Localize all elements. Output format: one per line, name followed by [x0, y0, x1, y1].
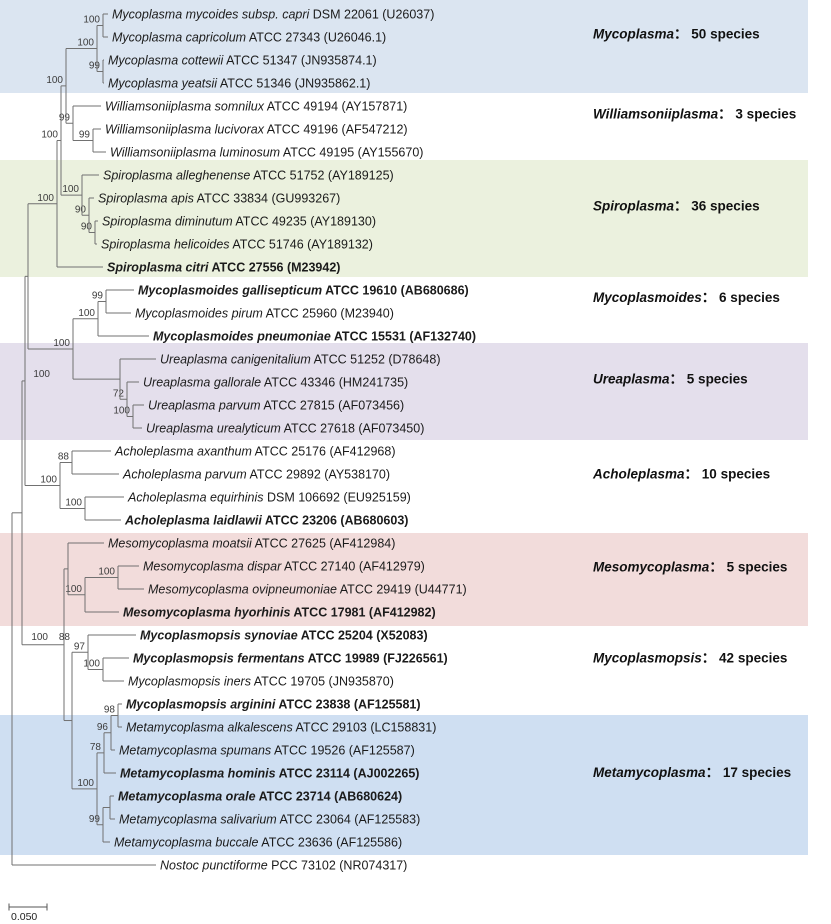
- taxon-label: Ureaplasma parvum ATCC 27815 (AF073456): [148, 399, 404, 413]
- taxon-label: Metamycoplasma hominis ATCC 23114 (AJ002…: [120, 767, 419, 781]
- taxon-label: Ureaplasma canigenitalium ATCC 51252 (D7…: [160, 353, 440, 367]
- taxon-label: Metamycoplasma spumans ATCC 19526 (AF125…: [119, 744, 415, 758]
- support-value: 100: [113, 406, 130, 417]
- taxon-label: Williamsoniiplasma luminosum ATCC 49195 …: [110, 146, 423, 160]
- taxon-label: Acholeplasma axanthum ATCC 25176 (AF4129…: [114, 445, 396, 459]
- genus-label: Spiroplasma： 36 species: [593, 199, 760, 214]
- genus-label: Ureaplasma： 5 species: [593, 372, 748, 387]
- support-value: 100: [65, 584, 82, 595]
- taxon-label: Mycoplasmopsis fermentans ATCC 19989 (FJ…: [133, 652, 448, 666]
- taxon-label: Metamycoplasma buccale ATCC 23636 (AF125…: [114, 836, 402, 850]
- support-value: 100: [77, 38, 94, 49]
- support-value: 100: [83, 659, 100, 670]
- support-value: 100: [62, 184, 79, 195]
- support-value: 100: [53, 338, 70, 349]
- taxon-label: Spiroplasma alleghenense ATCC 51752 (AY1…: [103, 169, 394, 183]
- taxon-label: Mycoplasmoides pirum ATCC 25960 (M23940): [135, 307, 394, 321]
- taxon-label: Mycoplasma capricolum ATCC 27343 (U26046…: [112, 31, 386, 45]
- support-value: 88: [59, 632, 71, 643]
- support-value: 97: [74, 641, 86, 652]
- support-value: 100: [65, 498, 82, 509]
- taxon-label: Mycoplasmoides gallisepticum ATCC 19610 …: [138, 284, 469, 298]
- taxon-label: Acholeplasma equirhinis DSM 106692 (EU92…: [127, 491, 411, 505]
- support-value: 100: [46, 75, 63, 86]
- tree-branches: 1009910099991009090100100100991001007210…: [11, 13, 156, 866]
- taxon-label: Mycoplasma cottewii ATCC 51347 (JN935874…: [108, 54, 377, 68]
- taxon-label: Mesomycoplasma ovipneumoniae ATCC 29419 …: [148, 583, 467, 597]
- support-value: 90: [75, 204, 87, 215]
- taxon-label: Metamycoplasma orale ATCC 23714 (AB68062…: [118, 790, 402, 804]
- taxon-label: Mycoplasma yeatsii ATCC 51346 (JN935862.…: [108, 77, 370, 91]
- support-value: 98: [104, 705, 116, 716]
- genus-bands: [0, 0, 808, 855]
- support-value: 99: [89, 61, 101, 72]
- taxon-label: Metamycoplasma salivarium ATCC 23064 (AF…: [119, 813, 420, 827]
- genus-label: Mesomycoplasma： 5 species: [593, 560, 787, 575]
- taxon-label: Williamsoniiplasma somnilux ATCC 49194 (…: [105, 100, 407, 114]
- genus-labels: Mycoplasma： 50 speciesWilliamsoniiplasma…: [592, 27, 796, 781]
- support-value: 100: [33, 369, 50, 380]
- support-value: 100: [31, 632, 48, 643]
- support-value: 100: [98, 567, 115, 578]
- support-value: 72: [113, 388, 125, 399]
- support-value: 78: [90, 742, 102, 753]
- genus-label: Mycoplasmoides： 6 species: [593, 290, 780, 305]
- genus-band: [0, 715, 808, 855]
- support-value: 96: [97, 722, 109, 733]
- support-value: 99: [59, 112, 71, 123]
- taxon-label: Mycoplasmopsis iners ATCC 19705 (JN93587…: [128, 675, 394, 689]
- taxon-label: Spiroplasma apis ATCC 33834 (GU993267): [98, 192, 340, 206]
- taxon-label: Mesomycoplasma dispar ATCC 27140 (AF4129…: [143, 560, 425, 574]
- taxon-label: Spiroplasma citri ATCC 27556 (M23942): [107, 261, 340, 275]
- genus-label: Williamsoniiplasma： 3 species: [593, 107, 796, 122]
- genus-band: [0, 533, 808, 626]
- support-value: 90: [81, 222, 93, 233]
- genus-label: Metamycoplasma： 17 species: [593, 765, 791, 780]
- taxon-label: Mycoplasma mycoides subsp. capri DSM 220…: [112, 8, 434, 22]
- taxon-label: Mesomycoplasma moatsii ATCC 27625 (AF412…: [108, 537, 395, 551]
- support-value: 100: [77, 778, 94, 789]
- taxon-label: Mycoplasmopsis synoviae ATCC 25204 (X520…: [140, 629, 428, 643]
- scale-bar: 0.050: [8, 903, 48, 923]
- genus-label: Mycoplasmopsis： 42 species: [593, 651, 787, 666]
- support-value: 100: [41, 130, 58, 141]
- support-value: 100: [37, 193, 54, 204]
- taxon-label: Ureaplasma gallorale ATCC 43346 (HM24173…: [143, 376, 408, 390]
- scale-bar-label: 0.050: [11, 911, 37, 923]
- genus-band: [0, 160, 808, 277]
- taxon-labels: Mycoplasma mycoides subsp. capri DSM 220…: [98, 8, 476, 873]
- taxon-label: Acholeplasma laidlawii ATCC 23206 (AB680…: [124, 514, 408, 528]
- support-value: 100: [78, 308, 95, 319]
- support-value: 100: [40, 475, 57, 486]
- genus-label: Mycoplasma： 50 species: [593, 27, 760, 42]
- support-value: 99: [89, 814, 101, 825]
- taxon-label: Mycoplasmoides pneumoniae ATCC 15531 (AF…: [153, 330, 476, 344]
- taxon-label: Spiroplasma diminutum ATCC 49235 (AY1891…: [102, 215, 376, 229]
- taxon-label: Acholeplasma parvum ATCC 29892 (AY538170…: [122, 468, 390, 482]
- taxon-label: Mesomycoplasma hyorhinis ATCC 17981 (AF4…: [123, 606, 436, 620]
- taxon-label: Metamycoplasma alkalescens ATCC 29103 (L…: [126, 721, 436, 735]
- genus-label: Acholeplasma： 10 species: [592, 467, 770, 482]
- taxon-label: Williamsoniiplasma lucivorax ATCC 49196 …: [105, 123, 408, 137]
- taxon-label: Nostoc punctiforme PCC 73102 (NR074317): [160, 859, 407, 873]
- support-value: 88: [58, 452, 70, 463]
- support-value: 100: [83, 15, 100, 26]
- support-value: 99: [92, 291, 104, 302]
- taxon-label: Ureaplasma urealyticum ATCC 27618 (AF073…: [146, 422, 424, 436]
- genus-band: [0, 0, 808, 93]
- support-value: 99: [79, 130, 91, 141]
- taxon-label: Spiroplasma helicoides ATCC 51746 (AY189…: [101, 238, 373, 252]
- taxon-label: Mycoplasmopsis arginini ATCC 23838 (AF12…: [126, 698, 421, 712]
